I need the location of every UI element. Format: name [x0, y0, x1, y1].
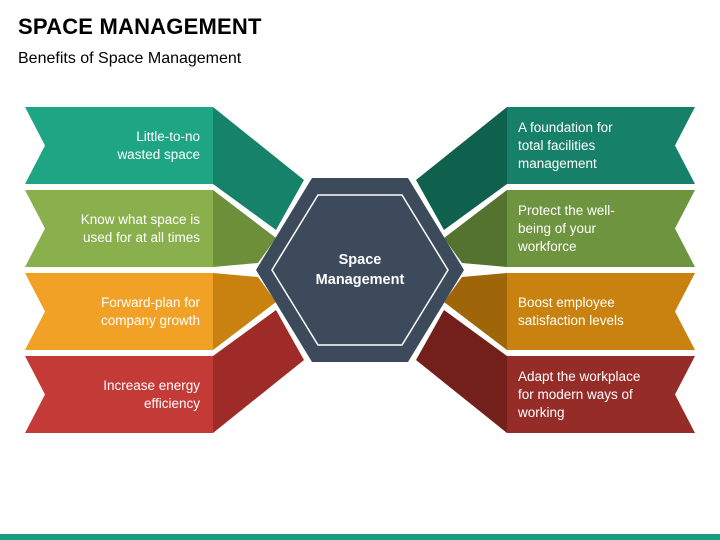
left-benefit-3-line-2: company growth — [100, 312, 200, 328]
right-ribbon-3 — [507, 273, 695, 350]
right-benefit-1-line-1: A foundation for — [518, 119, 613, 135]
right-benefit-2-line-3: workforce — [518, 238, 577, 254]
left-ribbon-1 — [25, 107, 213, 184]
left-benefit-text-2: Know what space is used for at all times — [60, 190, 200, 267]
right-benefit-text-3: Boost employee satisfaction levels — [518, 273, 658, 350]
center-hexagon-outer — [256, 178, 464, 362]
left-benefit-3-line-1: Forward-plan for — [100, 294, 200, 310]
left-ribbon-connector-4 — [213, 310, 304, 433]
left-ribbon-3 — [25, 273, 213, 350]
center-label-line-1: Space — [338, 252, 382, 268]
right-benefit-3-line-1: Boost employee — [518, 294, 615, 310]
left-ribbon-4 — [25, 356, 213, 433]
right-benefit-text-4: Adapt the workplace for modern ways of wor… — [518, 356, 658, 433]
center-hexagon-inner — [271, 194, 449, 346]
slide-subtitle: Benefits of Space Management — [18, 50, 242, 67]
right-benefit-4-line-2: for modern ways of — [518, 386, 633, 402]
right-benefit-2-line-2: being of your — [518, 220, 597, 236]
right-benefit-4-line-3: working — [518, 404, 565, 420]
right-benefit-4-line-1: Adapt the workplace — [518, 368, 641, 384]
left-ribbon-connector-3 — [213, 273, 276, 350]
right-ribbon-4 — [507, 356, 695, 433]
right-ribbon-2 — [507, 190, 695, 267]
bottom-accent-bar — [0, 534, 720, 540]
left-benefit-1-line-2: wasted space — [117, 146, 200, 162]
center-label: Space Management — [300, 250, 420, 290]
left-benefit-2-line-1: Know what space is — [80, 211, 200, 227]
left-ribbon-connector-1 — [213, 107, 304, 230]
slide-title: SPACE MANAGEMENT — [18, 14, 262, 39]
right-ribbon-connector-3 — [444, 273, 507, 350]
left-ribbon-2 — [25, 190, 213, 267]
right-benefit-3-line-2: satisfaction levels — [518, 312, 624, 328]
left-ribbons — [25, 107, 304, 433]
center-label-line-2: Management — [315, 272, 405, 288]
left-benefit-text-4: Increase energy efficiency — [60, 356, 200, 433]
left-benefit-2-line-2: used for at all times — [82, 229, 200, 245]
right-ribbon-connector-1 — [416, 107, 507, 230]
right-benefit-1-line-3: management — [518, 155, 597, 171]
left-ribbon-connector-2 — [213, 190, 276, 267]
right-ribbon-connector-2 — [444, 190, 507, 267]
right-benefit-2-line-1: Protect the well- — [518, 202, 615, 218]
left-benefit-text-1: Little-to-no wasted space — [60, 107, 200, 184]
right-benefit-1-line-2: total facilities — [518, 137, 596, 153]
right-ribbons — [416, 107, 695, 433]
left-benefit-1-line-1: Little-to-no — [136, 128, 200, 144]
left-benefit-4-line-2: efficiency — [143, 395, 200, 411]
left-benefit-4-line-1: Increase energy — [103, 377, 200, 393]
right-benefit-text-1: A foundation for total facilities manageme… — [518, 107, 658, 184]
right-ribbon-1 — [507, 107, 695, 184]
right-benefit-text-2: Protect the well-being of your workforce — [518, 190, 658, 267]
right-ribbon-connector-4 — [416, 310, 507, 433]
left-benefit-text-3: Forward-plan for company growth — [60, 273, 200, 350]
